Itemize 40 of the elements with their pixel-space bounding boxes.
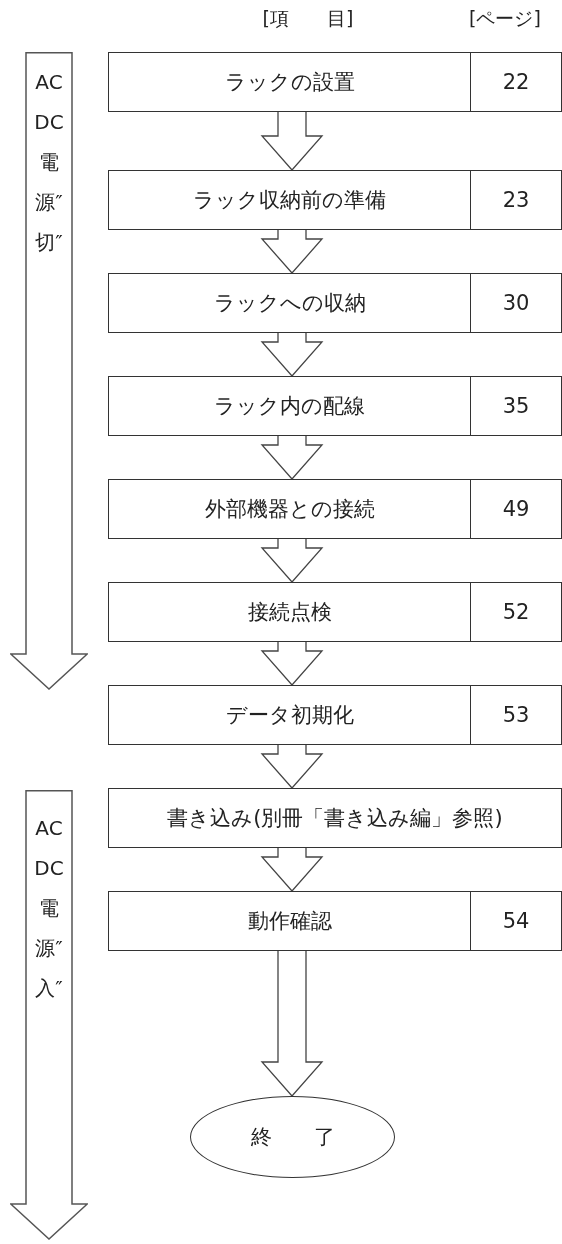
page-number-cell: 53 [470, 686, 561, 744]
block-arrow [260, 332, 324, 377]
power-label: ACDC電源″入″ [33, 815, 65, 1002]
column-heading: [ページ] [469, 6, 541, 31]
step-label: ラックの設置 [223, 69, 356, 96]
block-arrow [260, 950, 324, 1097]
step-box [108, 685, 562, 745]
column-heading: [項 目] [262, 6, 354, 31]
step-label: 動作確認 [246, 908, 333, 935]
block-arrow [260, 538, 324, 583]
step-box [108, 170, 562, 230]
step-label: ラック収納前の準備 [192, 187, 387, 214]
page-number-cell: 35 [470, 377, 561, 435]
block-arrow [260, 435, 324, 480]
step-box [108, 582, 562, 642]
step-box [108, 52, 562, 112]
step-label: 書き込み(別冊「書き込み編」参照) [166, 805, 504, 832]
step-label: ラックへの収納 [212, 290, 367, 317]
page-number-cell: 30 [470, 274, 561, 332]
block-arrow [260, 229, 324, 274]
page-number-cell: 52 [470, 583, 561, 641]
step-box [108, 273, 562, 333]
page-number-cell: 22 [470, 53, 561, 111]
step-box [108, 479, 562, 539]
step-label: ラック内の配線 [213, 393, 366, 420]
power-label: ACDC電源″切″ [33, 69, 65, 256]
block-arrow [260, 111, 324, 171]
page-number-cell: 49 [470, 480, 561, 538]
block-arrow [260, 847, 324, 892]
step-label: 外部機器との接続 [203, 496, 376, 523]
page-number-cell: 54 [470, 892, 561, 950]
step-label: 接続点検 [246, 599, 333, 626]
block-arrow [260, 744, 324, 789]
page-number-cell: 23 [470, 171, 561, 229]
step-box [108, 788, 562, 848]
step-box [108, 376, 562, 436]
step-label: データ初期化 [224, 702, 355, 729]
end-ellipse: 終 了 [190, 1096, 395, 1178]
block-arrow [260, 641, 324, 686]
step-box [108, 891, 562, 951]
